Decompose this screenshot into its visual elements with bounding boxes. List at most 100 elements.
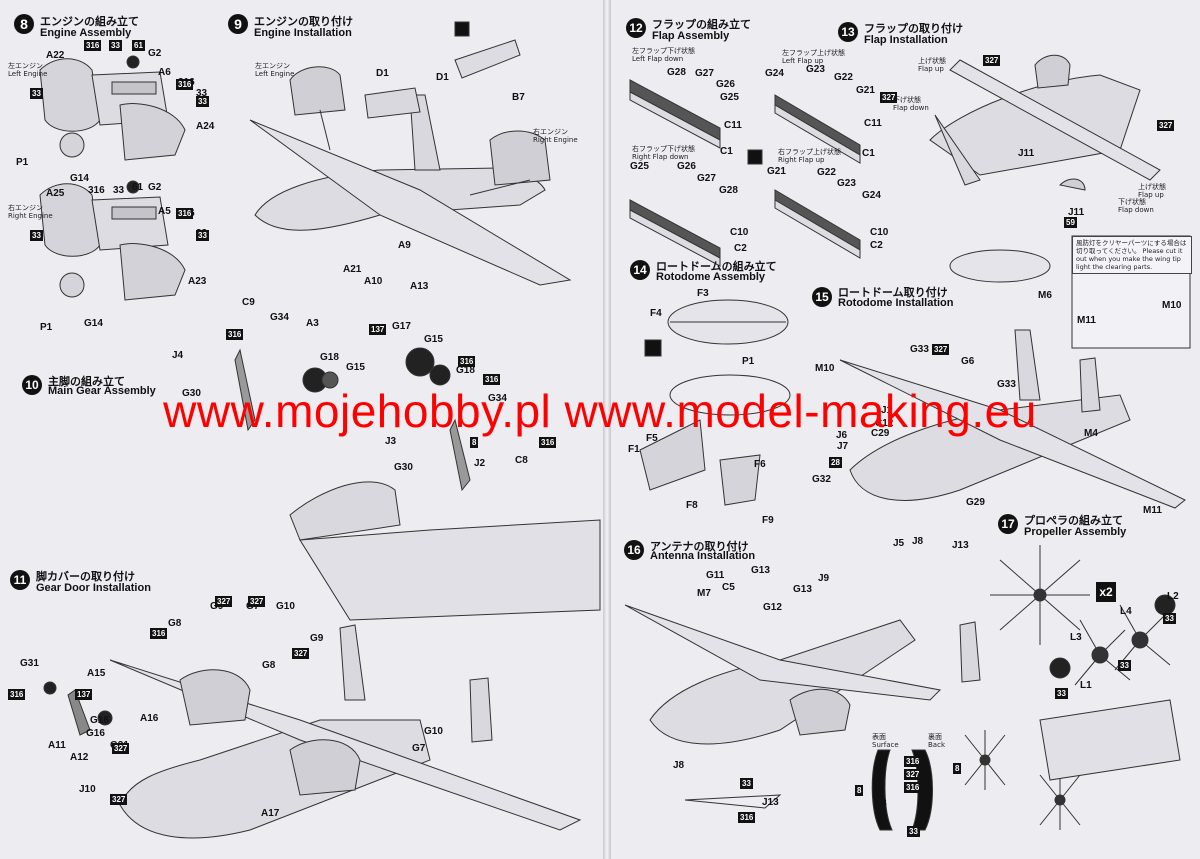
- part-label: J11: [1018, 148, 1035, 159]
- part-label: G13: [793, 584, 812, 595]
- part-label: F5: [646, 433, 658, 444]
- part-label: L3: [1070, 632, 1082, 643]
- step-17-number: 17: [998, 514, 1018, 534]
- part-label: G26: [677, 161, 696, 172]
- part-label: J10: [79, 784, 96, 795]
- part-label: G17: [392, 321, 411, 332]
- part-label: M10: [815, 363, 835, 374]
- part-label: P1: [40, 322, 53, 333]
- part-label: G25: [720, 92, 739, 103]
- color-code-chip: 316: [458, 356, 476, 367]
- part-label: 316: [88, 185, 105, 196]
- color-code-chip: 316: [176, 208, 194, 219]
- step-9-number: 9: [228, 14, 248, 34]
- color-code-chip: 28: [829, 457, 842, 468]
- part-label: G9: [310, 633, 324, 644]
- step-8-title-jp: エンジンの組み立て: [40, 15, 139, 28]
- part-label: C9: [242, 297, 255, 308]
- part-label: G22: [817, 167, 836, 178]
- part-label: A6: [158, 67, 171, 78]
- part-label: F3: [697, 288, 709, 299]
- part-label: A15: [87, 668, 106, 679]
- part-label: J5: [893, 538, 905, 549]
- part-label: G33: [997, 379, 1016, 390]
- part-label: F9: [762, 515, 774, 526]
- flap-installation-art: [929, 54, 1161, 191]
- part-label: C8: [515, 455, 528, 466]
- color-code-chip: 33: [30, 88, 43, 99]
- part-label: G6: [961, 356, 975, 367]
- part-label: L3: [875, 798, 887, 809]
- step-17-title-en: Propeller Assembly: [1024, 526, 1127, 538]
- engine-assembly-art: [39, 55, 186, 301]
- part-label: G15: [424, 334, 443, 345]
- step-16-title-jp: アンテナの取り付け: [650, 540, 749, 553]
- part-label: G21: [856, 85, 875, 96]
- part-label: G28: [667, 67, 686, 78]
- color-code-chip: 327: [112, 743, 130, 754]
- part-label: G2: [148, 48, 162, 59]
- color-code-chip: 33: [1118, 660, 1131, 671]
- color-code-chip: 33: [109, 40, 122, 51]
- color-code-chip: 327: [904, 769, 922, 780]
- part-label: F6: [754, 459, 766, 470]
- part-label: C2: [734, 243, 747, 254]
- step-12-title-en: Flap Assembly: [652, 30, 730, 42]
- color-code-chip: 137: [75, 689, 93, 700]
- step-11-title-en: Gear Door Installation: [36, 582, 151, 594]
- part-label: A23: [188, 276, 207, 287]
- part-label: G15: [346, 362, 365, 373]
- step-10-title-jp: 主脚の組み立て: [48, 375, 125, 388]
- color-code-chip: 8: [470, 437, 479, 448]
- color-code-chip: 316: [904, 756, 922, 767]
- part-label: A10: [364, 276, 383, 287]
- color-code-chip: 316: [904, 782, 922, 793]
- part-label: A24: [196, 121, 215, 132]
- part-label: D1: [436, 72, 449, 83]
- part-label: A16: [140, 713, 159, 724]
- part-label: G28: [719, 185, 738, 196]
- step-10-number: 10: [22, 375, 42, 395]
- step-12-number: 12: [626, 18, 646, 38]
- step-9-title-en: Engine Installation: [254, 27, 352, 39]
- step-15-number: 15: [812, 287, 832, 307]
- step-14-title-jp: ロートドームの組み立て: [656, 260, 777, 273]
- color-code-chip: 316: [539, 437, 557, 448]
- color-code-chip: 327: [1157, 120, 1175, 131]
- part-label: G33: [910, 344, 929, 355]
- step-13-title-jp: フラップの取り付け: [864, 22, 963, 35]
- part-label: C10: [730, 227, 749, 238]
- color-code-chip: 327: [932, 344, 950, 355]
- part-label: G10: [424, 726, 443, 737]
- part-label: 61: [132, 182, 144, 193]
- part-label: C10: [870, 227, 889, 238]
- part-label: F1: [628, 444, 640, 455]
- color-code-chip: 33: [196, 230, 209, 241]
- part-label: J11: [1068, 207, 1085, 218]
- part-label: G11: [706, 570, 725, 581]
- color-code-chip: 33: [196, 96, 209, 107]
- part-label: L4: [1120, 606, 1132, 617]
- engine-installation-art: [249, 21, 572, 286]
- part-label: J7: [837, 441, 849, 452]
- part-label: G32: [812, 474, 831, 485]
- quantity-x2-badge: x2: [1096, 582, 1116, 602]
- color-code-chip: 316: [483, 374, 501, 385]
- step-16-number: 16: [624, 540, 644, 560]
- step-10-title-en: Main Gear Assembly: [48, 385, 156, 397]
- part-label: M6: [1038, 290, 1052, 301]
- part-label: M10: [1162, 300, 1182, 311]
- part-label: B7: [512, 92, 525, 103]
- part-label: D1: [376, 68, 389, 79]
- part-label: F8: [686, 500, 698, 511]
- step-15-title-en: Rotodome Installation: [838, 297, 954, 309]
- step-14-title-en: Rotodome Assembly: [656, 271, 766, 283]
- color-code-chip: 8: [953, 763, 962, 774]
- part-label: L2: [1167, 591, 1179, 602]
- part-label: G22: [834, 72, 853, 83]
